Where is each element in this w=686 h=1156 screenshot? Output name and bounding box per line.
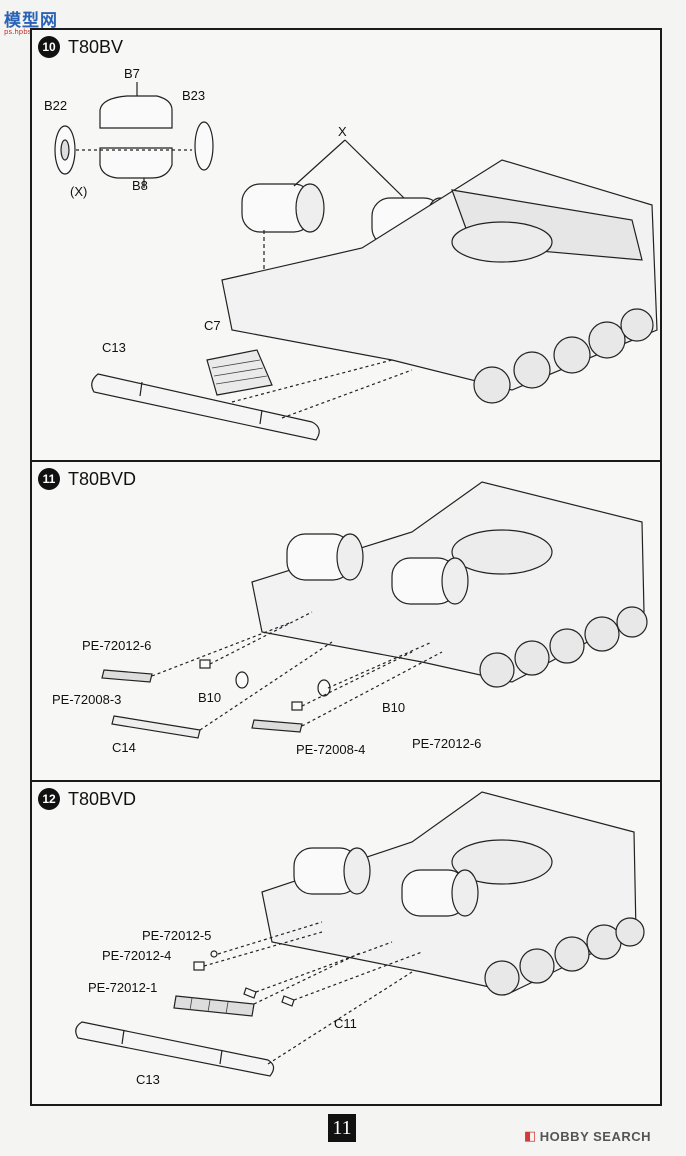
part-c13 [75,1021,275,1077]
step-12-panel: 12 T80BVD [30,782,662,1106]
step-11-header: 11 T80BVD [38,468,136,490]
part-b23 [194,121,214,171]
label-pe-72012-1: PE-72012-1 [88,980,158,995]
hobby-search-text: HOBBY SEARCH [539,1128,652,1144]
label-c13: C13 [102,340,126,355]
part-pe-72012-6-b [291,701,303,711]
label-pe-72012-6-b: PE-72012-6 [412,736,482,751]
step-11-panel: 11 T80BVD [30,462,662,782]
step-10-panel: 10 T80BV [30,28,662,462]
step-10-number: 10 [38,36,60,58]
part-b10-a [235,671,249,689]
label-x-sub: (X) [70,184,88,199]
step-12-number: 12 [38,788,60,810]
hobby-search-icon: ◧ [524,1128,537,1143]
part-pe-72012-6-a [199,659,211,669]
part-c11-a [243,987,257,999]
label-c7: C7 [204,318,221,333]
part-pe-72012-5 [210,950,218,958]
part-b8-lower [99,147,173,179]
step-11-title: T80BVD [68,468,137,489]
part-c14 [111,715,201,739]
label-pe-72012-5: PE-72012-5 [142,928,212,943]
label-b22: B22 [44,98,68,113]
label-c14: C14 [112,740,136,755]
part-c7 [206,349,273,396]
label-c11: C11 [334,1016,357,1031]
part-c11-b [281,995,295,1007]
label-b10-b: B10 [382,700,406,715]
label-pe-72012-6-a: PE-72012-6 [82,638,152,653]
label-b7: B7 [124,66,140,81]
step-12-header: 12 T80BVD [38,788,136,810]
label-c13: C13 [136,1072,160,1087]
part-pe-72008-3 [101,669,153,683]
step-11-diagram [101,481,648,739]
watermark-logo: 模型网 [4,11,58,31]
part-pe-72008-4 [251,719,303,733]
part-pe-72012-1 [173,995,255,1017]
step-10-diagram [54,82,658,441]
page-number: 11 [328,1114,356,1142]
step-10-header: 10 T80BV [38,36,123,58]
step-12-title: T80BVD [68,788,137,809]
step-12-diagram [75,791,645,1077]
part-c13 [91,373,320,441]
step-11-number: 11 [38,468,60,490]
label-pe-72008-3: PE-72008-3 [52,692,122,707]
label-pe-72008-4: PE-72008-4 [296,742,366,757]
hobby-search-watermark: ◧ HOBBY SEARCH [524,1128,651,1144]
part-pe-72012-4 [193,961,205,971]
label-b10-a: B10 [198,690,222,705]
label-x: X [338,124,347,139]
step-10-title: T80BV [68,36,124,57]
part-b10-b [317,679,331,697]
label-pe-72012-4: PE-72012-4 [102,948,172,963]
part-b7-upper [99,95,173,129]
label-b23: B23 [182,88,206,103]
label-b8: B8 [132,178,148,193]
